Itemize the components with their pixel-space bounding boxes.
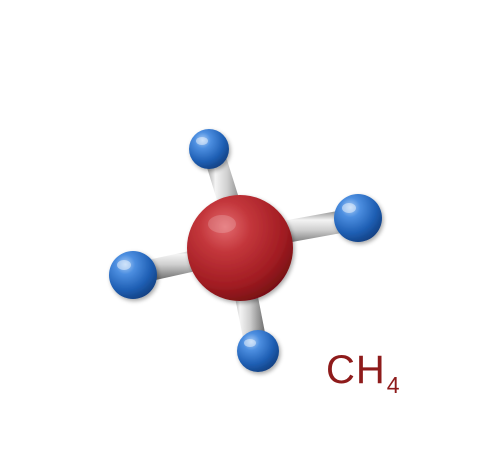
carbon-atom <box>187 195 293 301</box>
formula-subscript: 4 <box>386 372 401 398</box>
chemical-formula-label: CH4 <box>326 348 401 398</box>
formula-main: CH <box>326 348 386 392</box>
hydrogen-atom-top <box>189 129 229 169</box>
hydrogen-atom-left <box>109 251 157 299</box>
hydrogen-atom-bottom <box>237 330 279 372</box>
hydrogen-atom-right <box>334 194 382 242</box>
